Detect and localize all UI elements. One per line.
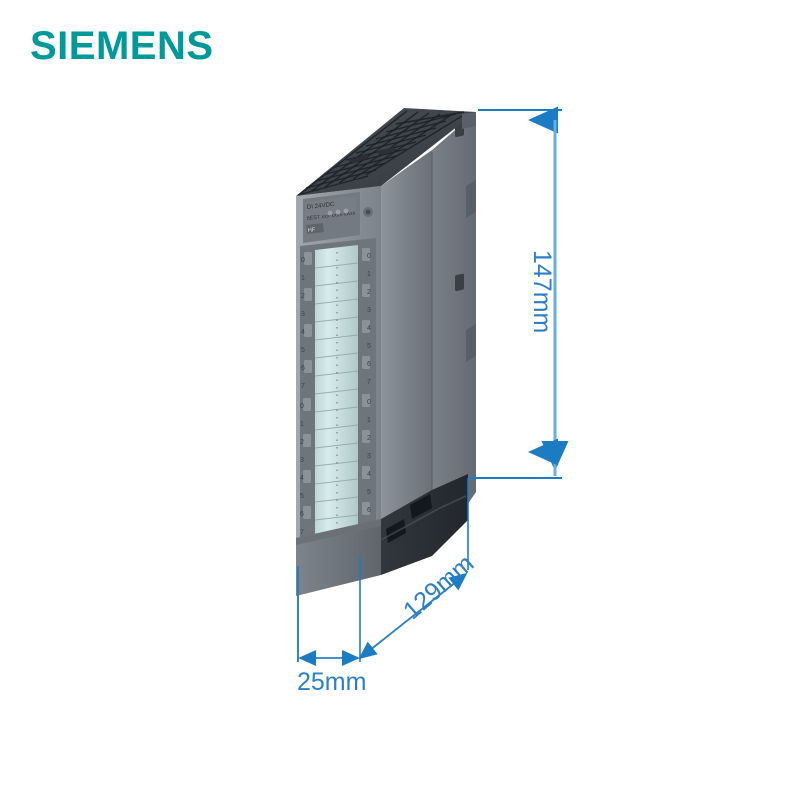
dimension-annotations — [297, 106, 569, 667]
foot-hook-upper — [410, 494, 432, 519]
terminal-label: 3 — [301, 311, 305, 318]
terminal-label: 5 — [367, 489, 371, 496]
terminal-label: 2 — [367, 289, 371, 296]
terminal-label: 0 — [300, 403, 304, 410]
terminal-label: 2 — [301, 293, 305, 300]
terminal-label: 4 — [367, 325, 371, 332]
label-text-line3: HF — [308, 227, 317, 234]
dimension-label-height: 147mm — [528, 250, 556, 334]
terminal-label: 0 — [301, 257, 305, 264]
terminal-label: 5 — [367, 343, 371, 350]
terminal-label: 6 — [301, 365, 305, 372]
terminal-label: 6 — [367, 361, 371, 368]
label-text-line1: DI 24VDC — [306, 201, 335, 211]
terminal-bank-lower-left: 0 1 2 3 4 5 6 7 — [300, 398, 311, 536]
module-side-slot-2 — [455, 273, 464, 292]
module-3d-body: DI 24VDC 6ES7 xxx-xxxx-xAxx HF — [296, 108, 476, 596]
terminal-label: 4 — [300, 475, 304, 482]
terminal-label: 4 — [367, 471, 371, 478]
terminal-label: 2 — [367, 435, 371, 442]
siemens-logo: SIEMENS — [30, 24, 214, 68]
module-front-label: DI 24VDC 6ES7 xxx-xxxx-xAxx HF — [303, 192, 373, 243]
terminal-label: 1 — [301, 275, 305, 282]
terminal-label: 2 — [300, 439, 304, 446]
terminal-label: 3 — [367, 307, 371, 314]
module-right-panel — [432, 112, 476, 556]
terminal-bank-upper-left: 0 1 2 3 4 5 6 7 — [301, 252, 312, 390]
terminal-label: 1 — [300, 421, 304, 428]
terminal-label: 1 — [367, 417, 371, 424]
module-side-face — [381, 150, 432, 556]
terminal-label: 3 — [300, 457, 304, 464]
terminal-label: 4 — [301, 329, 305, 336]
module-rail-notch-mid — [466, 324, 476, 362]
terminal-bank-upper-right: 0 1 2 3 4 5 6 7 — [362, 248, 371, 386]
module-rail-notch-top — [466, 180, 476, 218]
terminal-label: 6 — [367, 507, 371, 514]
terminal-label: 3 — [367, 453, 371, 460]
terminal-label: 0 — [367, 253, 371, 260]
terminal-label: 7 — [367, 379, 371, 386]
grille-pad-right — [376, 147, 397, 155]
dimension-label-width: 25mm — [297, 668, 367, 696]
terminal-label: 0 — [367, 399, 371, 406]
terminal-label: 5 — [301, 347, 305, 354]
module-rear-foot — [381, 474, 468, 575]
terminal-label: 6 — [300, 511, 304, 518]
module-bottom-cap-edge — [296, 519, 381, 545]
foot-highlight — [380, 495, 467, 541]
terminal-label: 5 — [300, 493, 304, 500]
label-text-line2: 6ES7 xxx-xxxx-xAxx — [307, 210, 356, 222]
module-top-rear-tab — [462, 112, 476, 129]
terminal-label: 7 — [301, 383, 305, 390]
depth-dimension-line — [358, 572, 468, 660]
terminal-label: 1 — [367, 271, 371, 278]
grille-pad-left — [348, 155, 369, 163]
terminal-label: 7 — [300, 529, 304, 536]
